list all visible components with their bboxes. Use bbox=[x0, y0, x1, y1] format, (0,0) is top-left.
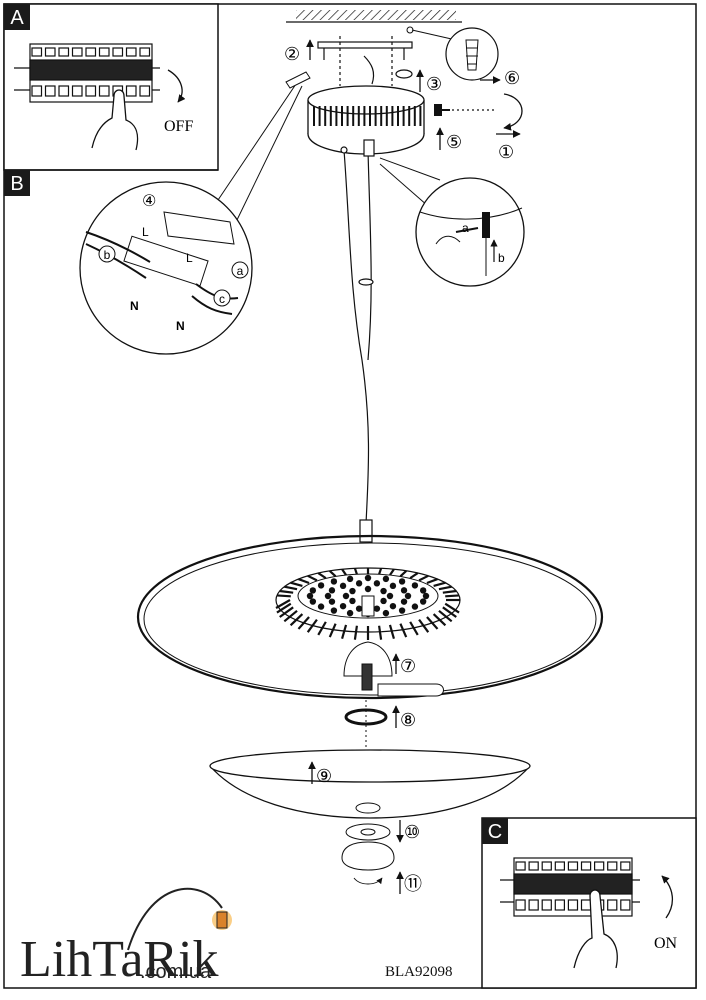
svg-text:⑪: ⑪ bbox=[404, 874, 422, 894]
step-1-marker: ① bbox=[496, 130, 521, 162]
step-7-marker: ⑦ bbox=[392, 653, 416, 676]
hand-icon bbox=[573, 889, 618, 969]
svg-text:①: ① bbox=[498, 142, 514, 162]
led-module bbox=[275, 567, 461, 640]
suspension-detail: a b bbox=[379, 157, 525, 287]
svg-text:⑤: ⑤ bbox=[446, 132, 462, 152]
mounting-bracket bbox=[317, 36, 413, 86]
suspension-cables bbox=[340, 139, 375, 543]
step-2-marker: ② bbox=[284, 39, 314, 64]
model-code: BLA92098 bbox=[385, 964, 453, 980]
neutral-label-1: N bbox=[130, 299, 139, 313]
panel-a-label: OFF bbox=[164, 118, 193, 135]
panel-c: C ON bbox=[481, 817, 697, 989]
live-label-1: L bbox=[142, 225, 149, 239]
wiring-sub-b: b bbox=[104, 248, 111, 262]
neutral-label-2: N bbox=[176, 319, 185, 333]
svg-text:⑧: ⑧ bbox=[400, 710, 416, 730]
diffuser-bowl bbox=[209, 749, 531, 819]
finial-knob bbox=[341, 841, 395, 885]
canopy bbox=[307, 85, 425, 155]
wrench-icon bbox=[377, 683, 444, 697]
ceiling bbox=[286, 10, 462, 23]
detail-sub-a: a bbox=[462, 221, 469, 235]
fixing-screw bbox=[434, 93, 523, 131]
step-9-marker: ⑨ bbox=[308, 761, 332, 786]
wiring-sub-a: a bbox=[237, 264, 244, 278]
panel-b-tab bbox=[4, 170, 30, 196]
breaker-strip-on bbox=[500, 857, 640, 917]
center-cap bbox=[343, 641, 444, 697]
watermark-brand: LihTaRik bbox=[20, 931, 219, 988]
hand-icon bbox=[91, 89, 139, 151]
lamp-disc bbox=[136, 534, 604, 700]
panel-a-letter: A bbox=[10, 7, 24, 29]
svg-text:⑩: ⑩ bbox=[404, 822, 420, 842]
step-8-marker: ⑧ bbox=[392, 705, 416, 730]
step-6-marker: ⑥ bbox=[480, 68, 520, 88]
panel-b-letter: B bbox=[10, 173, 23, 195]
turn-on-arrow-icon bbox=[661, 875, 673, 919]
panel-c-tab bbox=[482, 818, 508, 844]
step-10-marker: ⑩ bbox=[396, 820, 420, 843]
panel-a-tab bbox=[4, 4, 30, 30]
panel-a: A OFF bbox=[3, 3, 219, 171]
svg-text:③: ③ bbox=[426, 74, 442, 94]
step-3-marker: ③ bbox=[416, 69, 442, 94]
detail-sub-b: b bbox=[498, 251, 505, 265]
svg-text:⑥: ⑥ bbox=[504, 68, 520, 88]
panel-c-letter: C bbox=[488, 821, 502, 843]
o-ring bbox=[344, 700, 388, 750]
wiring-detail: ④ b a c L L N N bbox=[79, 71, 311, 355]
svg-text:⑨: ⑨ bbox=[316, 766, 332, 786]
panel-b: B bbox=[4, 169, 218, 196]
breaker-strip-off bbox=[14, 43, 160, 103]
step-11-marker: ⑪ bbox=[396, 871, 422, 894]
step-5-marker: ⑤ bbox=[436, 127, 462, 152]
wall-plug-detail bbox=[406, 26, 499, 81]
turn-off-arrow-icon bbox=[167, 69, 186, 103]
step-4-marker: ④ bbox=[142, 193, 156, 210]
outer-frame bbox=[3, 3, 697, 989]
panel-c-label: ON bbox=[654, 935, 678, 952]
svg-text:②: ② bbox=[284, 44, 300, 64]
wiring-sub-c: c bbox=[219, 292, 225, 306]
rotate-arrow-icon bbox=[503, 93, 523, 131]
watermark-logo: LihTaRik .com.ua bbox=[20, 887, 232, 988]
washer-parts bbox=[345, 802, 391, 841]
watermark-domain: .com.ua bbox=[140, 961, 212, 983]
live-label-2: L bbox=[186, 251, 193, 265]
svg-text:⑦: ⑦ bbox=[400, 656, 416, 676]
